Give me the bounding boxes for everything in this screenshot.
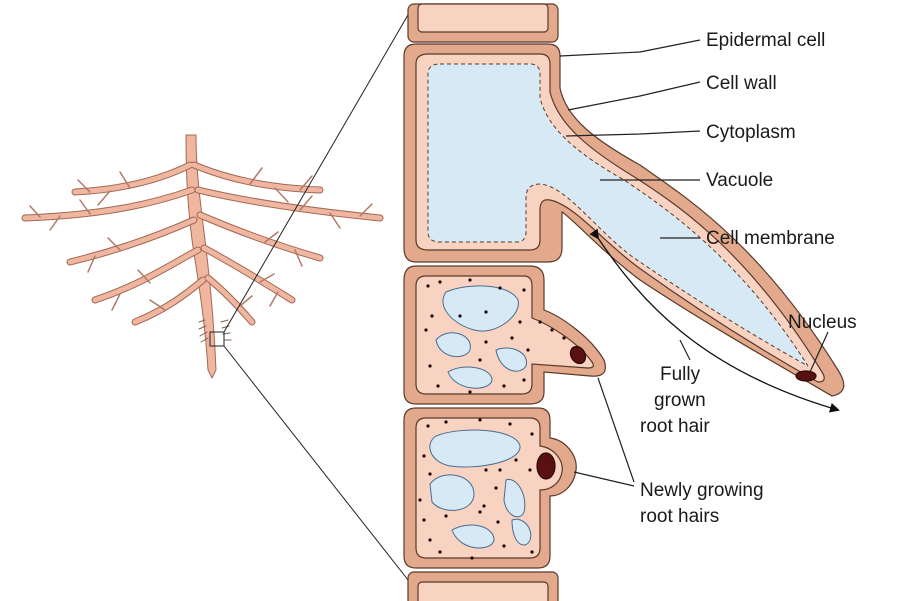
granule — [468, 278, 472, 282]
granule — [438, 550, 442, 554]
zoom-indicator — [209, 7, 413, 586]
lateral-root — [92, 247, 201, 303]
granule — [494, 486, 498, 490]
lateral-root — [22, 187, 195, 221]
granule — [470, 556, 474, 560]
epidermal-cell-growing-2 — [403, 407, 577, 569]
vacuole — [451, 524, 495, 549]
granule — [428, 538, 432, 542]
granule — [426, 284, 430, 288]
label-newly-growing-2: root hairs — [640, 506, 719, 527]
label-epidermal-cell: Epidermal cell — [706, 30, 825, 51]
granule — [538, 320, 542, 324]
granule — [418, 498, 422, 502]
label-vacuole: Vacuole — [706, 170, 773, 191]
granule — [550, 328, 554, 332]
granule — [502, 544, 506, 548]
bottom-partial-cell — [407, 571, 559, 601]
granule — [422, 454, 426, 458]
granule — [522, 288, 526, 292]
label-fully-grown-3: root hair — [640, 416, 710, 437]
label-fully-grown-1: Fully — [660, 364, 701, 385]
granule — [484, 310, 488, 314]
label-nucleus: Nucleus — [788, 312, 857, 333]
fully-grown-leader — [679, 339, 691, 361]
cytoplasm-granules — [418, 278, 566, 560]
label-newly-growing-1: Newly growing — [640, 480, 764, 501]
vacuole — [495, 347, 527, 372]
granule — [530, 432, 534, 436]
top-partial-cell — [407, 3, 559, 43]
lateral-root — [201, 245, 295, 303]
granule — [508, 422, 512, 426]
granule — [510, 336, 514, 340]
nucleus-growing-2 — [536, 452, 556, 480]
granule — [498, 286, 502, 290]
lateral-roots — [21, 161, 384, 343]
granule — [562, 336, 566, 340]
granule — [468, 390, 472, 394]
growth-arrow — [589, 228, 840, 413]
label-cell-wall: Cell wall — [706, 73, 777, 94]
granule — [444, 420, 448, 424]
granule — [496, 520, 500, 524]
granule — [478, 510, 482, 514]
granule — [518, 320, 522, 324]
epidermal-cell-growing-1 — [403, 265, 606, 405]
granule — [478, 358, 482, 362]
label-cytoplasm: Cytoplasm — [706, 122, 796, 143]
granule — [484, 468, 488, 472]
vacuole — [447, 366, 493, 389]
granule — [528, 468, 532, 472]
granule — [526, 348, 530, 352]
label-cell-membrane: Cell membrane — [706, 228, 835, 249]
vacuole — [511, 518, 532, 546]
vacuole — [429, 474, 475, 511]
granule — [436, 384, 440, 388]
granule — [428, 472, 432, 476]
lateral-root — [67, 217, 197, 265]
granule — [422, 518, 426, 522]
lateral-root — [205, 275, 255, 325]
granule — [530, 550, 534, 554]
lateral-root — [132, 277, 206, 325]
cell-column — [403, 3, 845, 601]
granule — [484, 340, 488, 344]
granule — [482, 504, 486, 508]
main-root — [185, 134, 217, 379]
vacuole — [503, 478, 526, 518]
labels: Epidermal cell Cell wall Cytoplasm Vacuo… — [640, 30, 857, 527]
granule — [502, 384, 506, 388]
vacuole — [429, 429, 521, 468]
zoom-box — [209, 331, 225, 347]
vacuole — [442, 285, 519, 332]
granule — [424, 328, 428, 332]
root-system — [185, 134, 217, 379]
granule — [458, 314, 462, 318]
granule — [522, 378, 526, 382]
granule — [498, 468, 502, 472]
granule — [444, 514, 448, 518]
label-fully-grown-2: grown — [654, 390, 706, 411]
granule — [428, 364, 432, 368]
granule — [426, 424, 430, 428]
nucleus-fully-grown — [795, 370, 817, 382]
nucleus-growing-1 — [569, 345, 587, 365]
granule — [438, 280, 442, 284]
lateral-root — [197, 212, 323, 261]
granule — [430, 314, 434, 318]
granule — [478, 418, 482, 422]
lateral-root — [195, 187, 383, 221]
granule — [514, 458, 518, 462]
vacuole — [435, 332, 471, 358]
